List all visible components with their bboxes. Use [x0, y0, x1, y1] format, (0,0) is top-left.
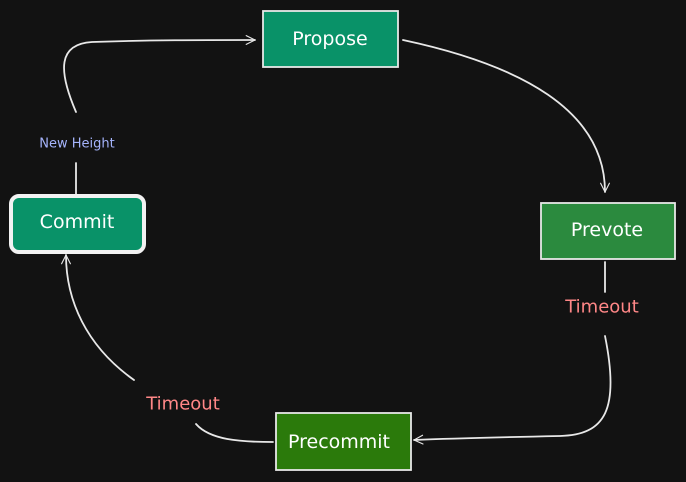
node-commit-box — [9, 194, 146, 254]
node-prevote-label: Prevote — [571, 219, 643, 241]
edge-precommit-to-commit — [61, 254, 135, 381]
node-prevote-box — [540, 202, 676, 260]
node-precommit-label: Precommit — [288, 431, 390, 453]
edge-commit-to-propose — [63, 35, 256, 113]
edge-prevote-to-precommit — [413, 335, 612, 445]
node-precommit: Precommit — [275, 412, 412, 471]
node-precommit-box — [275, 412, 412, 471]
timeout-precommit-label: Timeout — [145, 394, 220, 415]
new-height-label: New Height — [39, 137, 114, 152]
edge-propose-to-prevote — [402, 39, 610, 193]
node-propose-label: Propose — [292, 28, 367, 50]
node-commit: Commit — [9, 194, 146, 254]
node-propose-box — [262, 10, 399, 68]
edge-precommit-stub — [195, 423, 274, 443]
node-prevote: Prevote — [540, 202, 676, 260]
node-propose: Propose — [262, 10, 399, 68]
timeout-prevote-label: Timeout — [564, 297, 639, 318]
node-commit-label: Commit — [40, 211, 115, 233]
